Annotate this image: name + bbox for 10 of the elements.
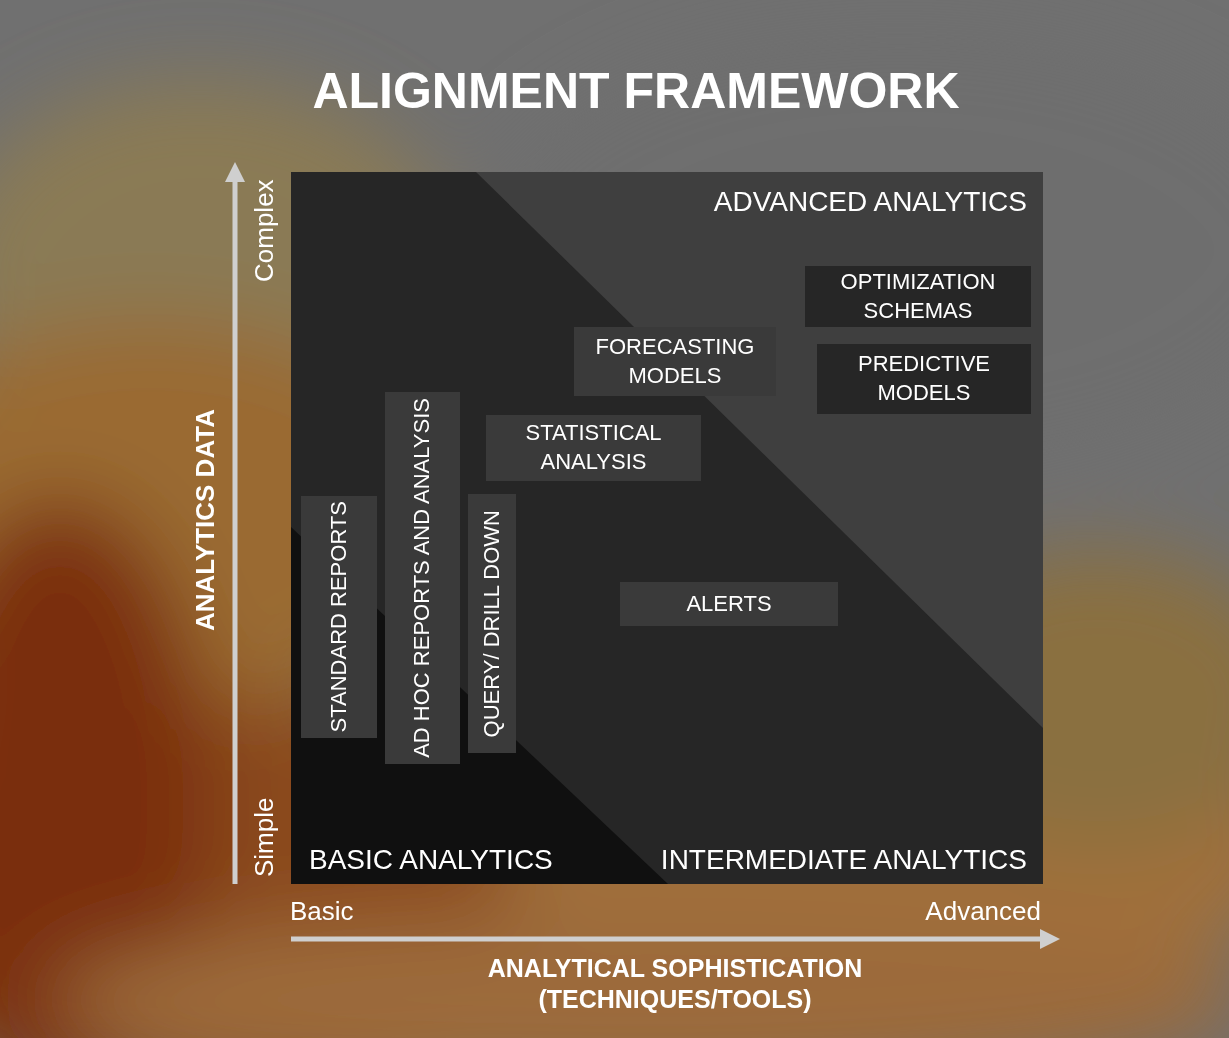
axis-end-label: Simple <box>249 796 280 880</box>
axis-title: ANALYTICAL SOPHISTICATION (TECHNIQUES/TOOLS) <box>486 953 864 1016</box>
region-label: ADVANCED ANALYTICS <box>713 186 1027 218</box>
axis-title: ANALYTICS DATA <box>190 408 221 633</box>
axis-end-label: Complex <box>249 178 280 285</box>
region-label: BASIC ANALYTICS <box>309 844 553 876</box>
axis-end-label: Basic <box>290 896 354 927</box>
region-label: INTERMEDIATE ANALYTICS <box>660 844 1027 876</box>
title: ALIGNMENT FRAMEWORK <box>311 62 961 120</box>
axis-end-label: Advanced <box>924 896 1041 927</box>
